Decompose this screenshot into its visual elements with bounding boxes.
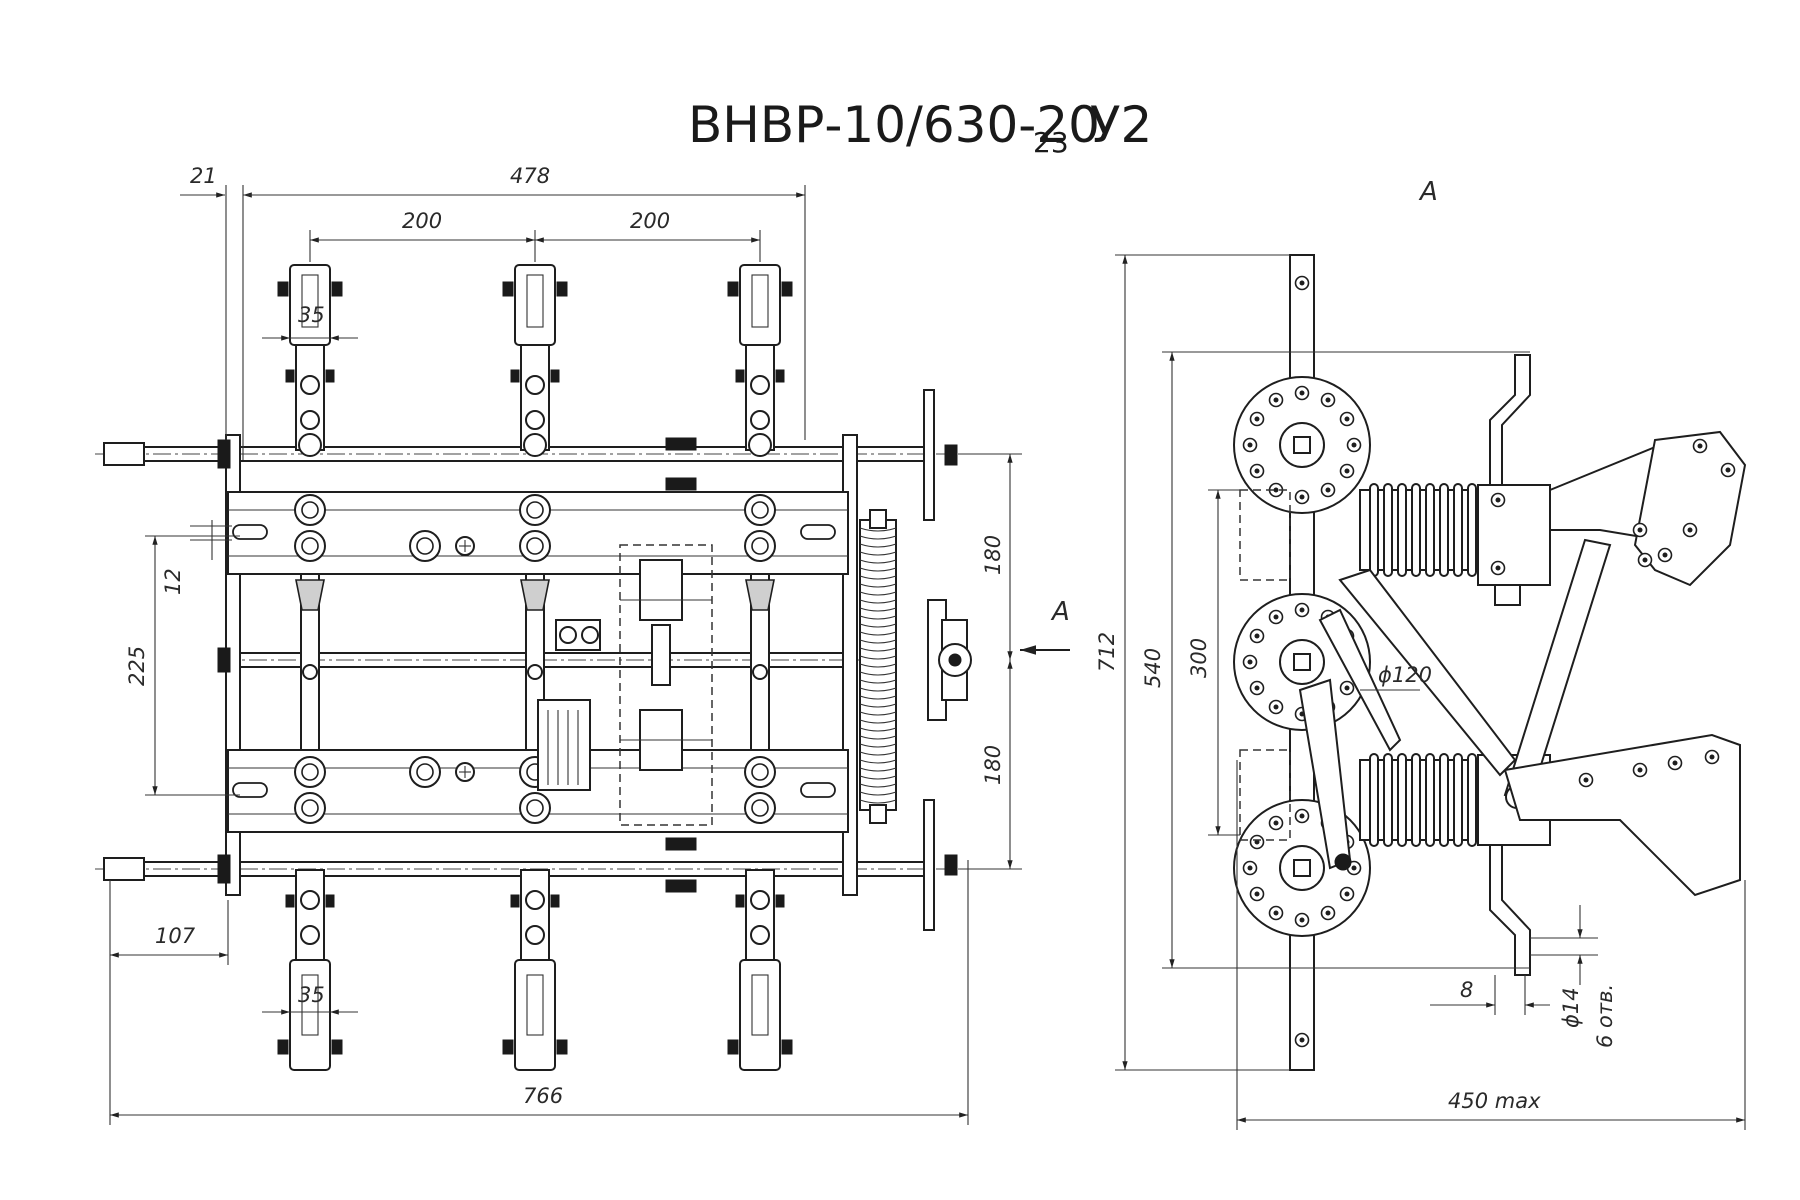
disc-bolt	[1320, 905, 1336, 921]
disc-bolt	[1242, 654, 1258, 670]
section-arrow-label: А	[1050, 597, 1070, 627]
front-view: 478 21 200 200 35 12	[95, 164, 1070, 1125]
bar-holes	[294, 494, 776, 824]
mount-slot	[800, 524, 836, 540]
shaft-clamps	[217, 437, 697, 893]
disc-bolt	[1268, 609, 1284, 625]
dim-12: 12	[161, 568, 185, 595]
disc-bolt	[1339, 463, 1355, 479]
disc-bolt	[1339, 886, 1355, 902]
disc-bolt	[1249, 886, 1265, 902]
mount-slot	[232, 524, 268, 540]
upper-ribbed-insulator	[1359, 483, 1551, 586]
disc-bolt	[1294, 808, 1310, 824]
dim-phi14: ϕ14	[1559, 987, 1583, 1028]
lever-plate	[1503, 733, 1741, 897]
front-dimensions: 478 21 200 200 35 12	[109, 164, 1070, 1125]
disc-bolt	[1294, 489, 1310, 505]
dim-107: 107	[155, 924, 196, 948]
dim-180-top: 180	[981, 535, 1005, 575]
side-view-label: А	[1418, 177, 1438, 207]
pole-2	[502, 264, 568, 1071]
pole-3	[727, 264, 793, 1071]
bolt	[1294, 1032, 1310, 1048]
top-bracket	[1489, 354, 1531, 486]
upper-disc	[1233, 376, 1371, 514]
disc-bolt	[1249, 680, 1265, 696]
dim-phi120: ϕ120	[1378, 663, 1432, 687]
title-subscript: 23	[1033, 126, 1069, 159]
diagonal-link	[1318, 608, 1402, 752]
disc-bolt	[1294, 385, 1310, 401]
pole-1	[277, 264, 343, 1071]
dim-712: 712	[1095, 632, 1119, 672]
dim-200-right: 200	[630, 209, 670, 233]
drawing-title: ВНВР-10/630-20 23 У2	[688, 96, 1152, 159]
dim-478: 478	[510, 164, 550, 188]
title-main: ВНВР-10/630-20	[688, 96, 1100, 154]
dim-300: 300	[1187, 638, 1211, 678]
dim-766: 766	[523, 1084, 563, 1108]
disc-bolt	[1268, 815, 1284, 831]
mount-slot	[800, 782, 836, 798]
bottom-bracket	[1489, 844, 1531, 976]
dim-8: 8	[1460, 978, 1473, 1002]
disc-bolt	[1242, 437, 1258, 453]
disc-bolt	[1249, 628, 1265, 644]
disc-bolt	[1320, 392, 1336, 408]
disc-bolt	[1294, 602, 1310, 618]
dim-21: 21	[190, 164, 217, 188]
dim-450-max: 450 max	[1448, 1089, 1541, 1113]
disc-bolt	[1268, 905, 1284, 921]
side-dimensions: 712 540 300 ϕ120 8 ϕ14 6	[1095, 254, 1746, 1130]
disc-bolt	[1294, 912, 1310, 928]
disc-bolt	[1268, 699, 1284, 715]
bolt	[1294, 275, 1310, 291]
dim-540: 540	[1141, 648, 1165, 688]
dim-200-left: 200	[402, 209, 442, 233]
dim-holes: 6 отв.	[1593, 984, 1617, 1048]
diagonal-link-upper	[1338, 568, 1517, 777]
disc-bolt	[1339, 411, 1355, 427]
dim-180-bottom: 180	[981, 745, 1005, 785]
dim-225: 225	[125, 646, 149, 686]
spring-assembly	[859, 389, 972, 931]
disc-bolt	[1339, 680, 1355, 696]
dim-35-bottom: 35	[298, 983, 325, 1007]
disc-bolt	[1242, 860, 1258, 876]
disc-bolt	[1249, 834, 1265, 850]
title-suffix: У2	[1090, 96, 1152, 154]
disc-bolt	[1249, 411, 1265, 427]
disc-bolt	[1249, 463, 1265, 479]
dim-35-top: 35	[298, 303, 325, 327]
disc-bolt	[1346, 437, 1362, 453]
disc-bolt	[1320, 482, 1336, 498]
disc-bolt	[1268, 392, 1284, 408]
actuator-housing	[1633, 430, 1747, 587]
auxiliary-contact-block	[537, 544, 713, 826]
side-view: А	[1095, 177, 1747, 1130]
